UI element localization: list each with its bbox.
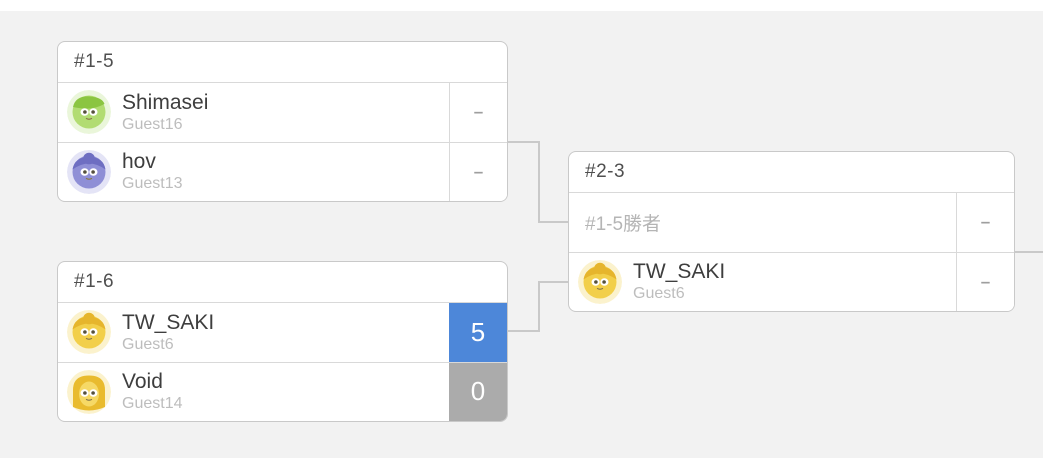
player-info: Shimasei Guest16 — [122, 91, 449, 134]
match-card-1-5[interactable]: #1-5 Shimasei Guest16 – hov Guest13 – — [57, 41, 508, 202]
player-row: hov Guest13 – — [58, 141, 507, 201]
connector-line — [508, 141, 568, 223]
score-cell: – — [956, 193, 1014, 252]
score-cell: 0 — [449, 362, 507, 421]
score-cell: – — [449, 142, 507, 201]
player-row: Void Guest14 0 — [58, 361, 507, 421]
player-avatar — [67, 90, 111, 135]
player-info: TW_SAKI Guest6 — [122, 311, 449, 354]
player-name: Void — [122, 370, 163, 394]
player-avatar — [67, 369, 111, 414]
player-guest-id: Guest14 — [122, 395, 183, 413]
player-avatar — [67, 149, 111, 194]
player-row: TW_SAKI Guest6 5 — [58, 302, 507, 362]
score-cell: – — [956, 252, 1014, 311]
player-name: TW_SAKI — [122, 310, 215, 334]
player-info: hov Guest13 — [122, 150, 449, 193]
player-guest-id: Guest6 — [633, 285, 685, 303]
player-avatar — [67, 310, 111, 355]
player-guest-id: Guest16 — [122, 115, 183, 133]
player-avatar — [578, 259, 622, 304]
player-row: TW_SAKI Guest6 – — [569, 251, 1014, 311]
match-card-2-3[interactable]: #2-3 #1-5勝者 – TW_SAKI Guest6 – — [568, 151, 1015, 312]
player-row: Shimasei Guest16 – — [58, 82, 507, 142]
player-info: TW_SAKI Guest6 — [633, 260, 956, 303]
player-guest-id: Guest13 — [122, 175, 183, 193]
player-row-placeholder: #1-5勝者 – — [569, 192, 1014, 252]
match-card-1-6[interactable]: #1-6 TW_SAKI Guest6 5 Void Guest14 0 — [57, 261, 508, 422]
match-title: #1-6 — [74, 271, 115, 292]
player-name: Shimasei — [122, 90, 209, 114]
score-cell: – — [449, 83, 507, 142]
match-title: #2-3 — [585, 161, 626, 182]
score-cell: 5 — [449, 303, 507, 362]
player-name: TW_SAKI — [633, 260, 726, 284]
player-info: Void Guest14 — [122, 370, 449, 413]
connector-line — [508, 281, 568, 332]
player-guest-id: Guest6 — [122, 335, 174, 353]
match-title: #1-5 — [74, 51, 115, 72]
placeholder-seed-label: #1-5勝者 — [585, 213, 662, 235]
player-name: hov — [122, 150, 156, 174]
